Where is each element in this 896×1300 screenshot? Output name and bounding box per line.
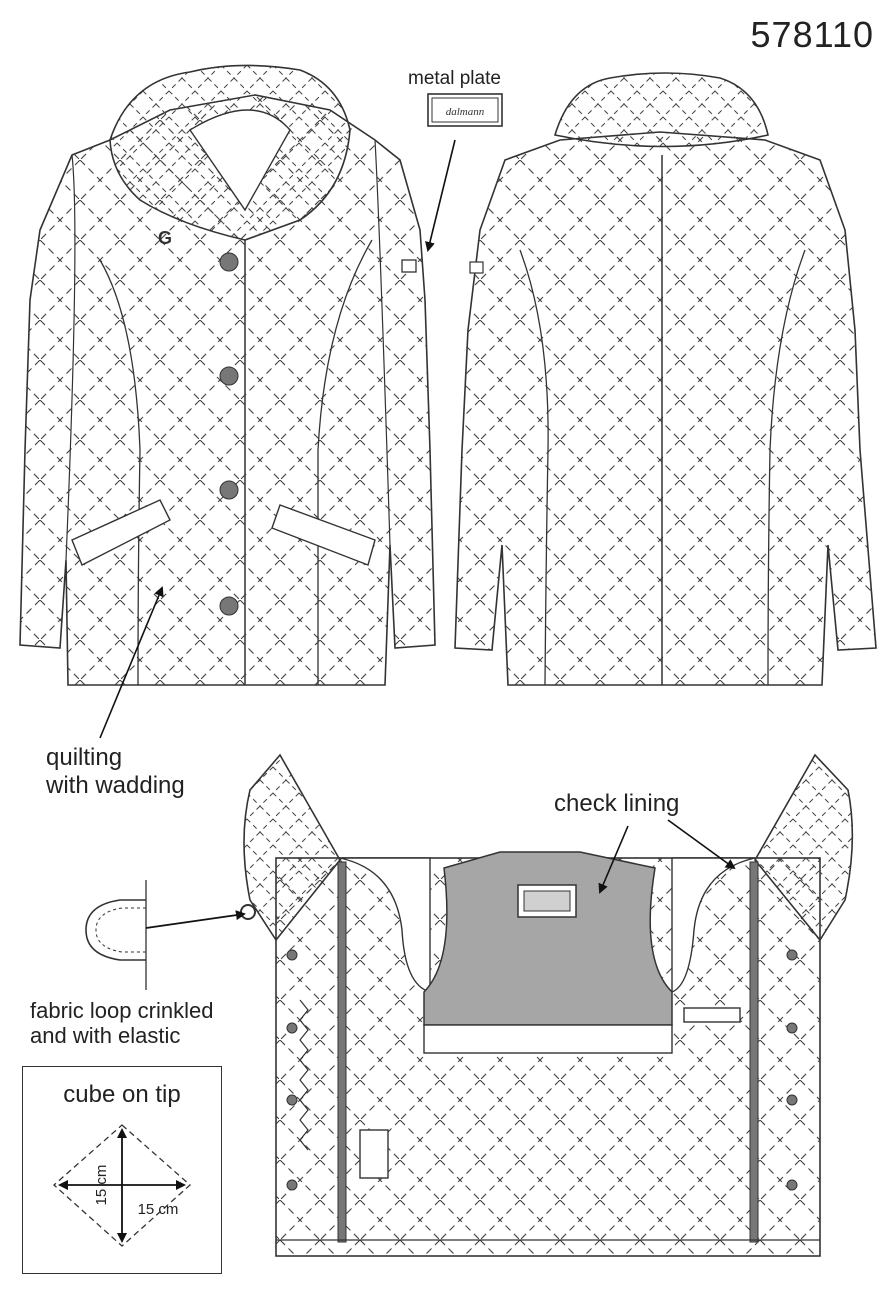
cube-horizontal-text: 15 cm (138, 1201, 179, 1218)
inside-button-8 (786, 1179, 798, 1191)
back-seam-right (767, 249, 806, 686)
zigzag-trim (299, 999, 309, 1151)
cube-diagram: 15 cm 15 cm (53, 1124, 191, 1247)
inside-button-3 (286, 1094, 298, 1106)
front-armhole-left (65, 154, 76, 561)
front-princess-seam-left (99, 259, 141, 686)
plate-brand-text: dalmann (446, 106, 485, 118)
inside-button-5 (786, 949, 798, 961)
check-lining-arrow-2 (667, 819, 736, 870)
fabric-loop-detail (85, 880, 246, 990)
back-body-outline (454, 131, 877, 686)
article-number: 578110 (750, 14, 874, 55)
front-view: G (19, 64, 436, 686)
front-pocket-right (271, 504, 376, 566)
inside-armhole-right (671, 857, 756, 994)
inside-sleeve-left (243, 753, 341, 942)
front-loop-mark: G (158, 228, 172, 248)
check-lining-arrow (598, 825, 629, 894)
front-pocket-left (71, 499, 171, 566)
front-button-2 (219, 366, 239, 386)
metal-plate-label: metal plate (408, 68, 501, 89)
inside-button-2 (286, 1022, 298, 1034)
sleeve-metal-plate (401, 259, 417, 273)
quilting-label: quilting with wadding (46, 744, 185, 799)
front-button-1 (219, 252, 239, 272)
check-lining-panel (423, 851, 673, 1026)
check-lining-label: check lining (554, 790, 680, 817)
inside-button-7 (786, 1094, 798, 1106)
front-button-3 (219, 480, 239, 500)
inside-sleeve-right (754, 753, 854, 942)
inside-pocket (359, 1129, 389, 1179)
inside-facing-right (749, 861, 759, 1243)
inside-button-6 (786, 1022, 798, 1034)
front-princess-seam-right (317, 239, 373, 685)
fabric-loop-label: fabric loop crinkled and with elastic (30, 998, 214, 1049)
cube-legend-box: cube on tip (22, 1066, 222, 1274)
back-collar (553, 72, 769, 148)
back-view (454, 72, 877, 686)
fabric-loop-arrow (145, 910, 246, 929)
front-armhole-right (374, 139, 391, 546)
cube-vertical-text: 15 cm (93, 1165, 110, 1206)
inside-tab (683, 1007, 741, 1023)
inside-armhole-left (339, 857, 431, 993)
cube-legend-title: cube on tip (63, 1081, 181, 1108)
quilting-arrow (99, 586, 164, 739)
inside-button-1 (286, 949, 298, 961)
front-neckline (189, 109, 291, 212)
back-sleeve-tab (469, 261, 484, 274)
back-seam-left (519, 249, 549, 686)
metal-plate-icon (427, 93, 503, 127)
inside-button-4 (286, 1179, 298, 1191)
metal-plate-arrow (425, 139, 456, 252)
inside-facing-left (337, 861, 347, 1243)
front-button-4 (219, 596, 239, 616)
inside-view (240, 753, 854, 1257)
hanging-loop-mark (240, 904, 256, 920)
fabric-loop-icon (85, 899, 146, 961)
metal-plate-callout: dalmann (425, 93, 503, 252)
